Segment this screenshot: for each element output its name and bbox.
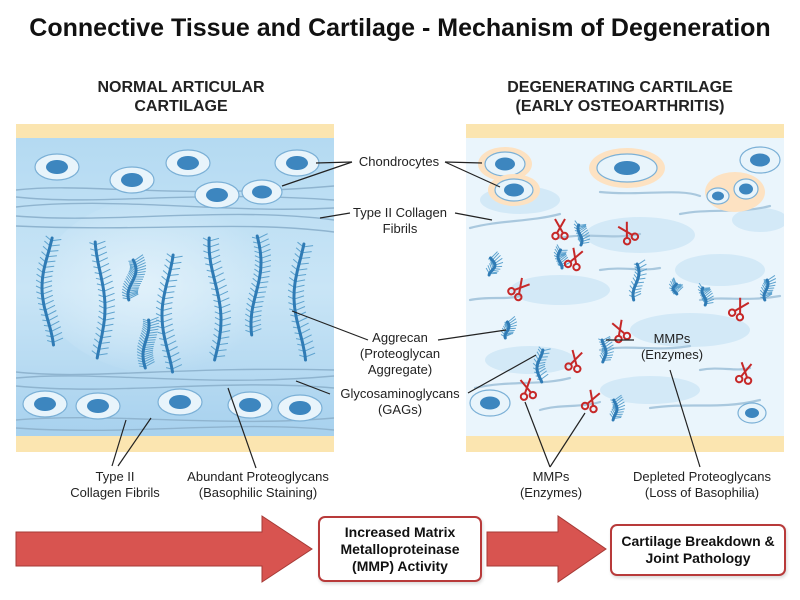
label-line: Fibrils [382, 221, 418, 236]
label-line: Depleted Proteoglycans [632, 469, 772, 484]
chondrocyte-cell [165, 149, 211, 177]
label-line: Collagen Fibrils [70, 485, 160, 500]
aggrecan-strand [35, 235, 64, 347]
chondrocyte-cell [34, 153, 80, 181]
box-line: Joint Pathology [645, 550, 751, 566]
chondrocyte-cell [737, 402, 767, 424]
fragmented-collagen [468, 190, 782, 412]
label-line: (Basophilic Staining) [198, 485, 318, 500]
bone-layer-bottom [466, 436, 784, 452]
chondrocyte-cell [469, 389, 511, 417]
bone-layer-top [16, 124, 334, 140]
aggrecan-strand [155, 253, 183, 374]
aggrecan-strand [532, 346, 551, 384]
callout-lines [111, 161, 701, 469]
aggrecan-strand [244, 233, 272, 337]
label-line: Abundant Proteoglycans [187, 469, 329, 484]
label-line: (GAGs) [377, 402, 423, 417]
chondrocyte-cell [274, 149, 320, 177]
label-line: Type II [95, 469, 135, 484]
chondrocyte-cells [469, 146, 781, 424]
box-line: (MMP) Activity [352, 557, 448, 574]
label-line: (Enzymes) [640, 347, 704, 362]
chondrocyte-cell [75, 392, 121, 420]
aggrecan-strand [89, 240, 116, 360]
mmp-activity-box: Increased Matrix Metalloproteinase (MMP)… [318, 516, 482, 582]
aggrecan-strand [136, 316, 160, 370]
aggrecan-strand [553, 244, 571, 270]
page-title: Connective Tissue and Cartilage - Mechan… [29, 14, 771, 42]
chondrocyte-cell [478, 147, 532, 181]
aggrecan-fragments [485, 220, 777, 422]
chondrocyte-cell [22, 390, 68, 418]
box-line: Metalloproteinase [340, 540, 460, 557]
flow-arrow [15, 515, 313, 583]
label-abundant-proteoglycans: Abundant Proteoglycans (Basophilic Stain… [176, 469, 340, 501]
chondrocyte-cell [589, 148, 665, 188]
label-line: Glycosaminoglycans [340, 386, 460, 401]
chondrocyte-cell [157, 388, 203, 416]
label-line: Aggregate) [367, 362, 433, 377]
label-line: MMPs [653, 331, 691, 346]
bone-layer-top [466, 124, 784, 140]
label-depleted-proteoglycans: Depleted Proteoglycans (Loss of Basophil… [622, 469, 782, 501]
aggrecan-strand [668, 277, 684, 296]
chondrocyte-cell [739, 146, 781, 174]
aggrecan-strand [485, 251, 504, 277]
aggrecan-strand [697, 282, 715, 307]
aggrecan-strand [121, 254, 147, 302]
chondrocyte-cell [241, 179, 283, 205]
label-mmps-bottom: MMPs (Enzymes) [508, 469, 594, 501]
label-line: (Enzymes) [519, 485, 583, 500]
label-line: MMPs [532, 469, 570, 484]
chondrocyte-cell [109, 166, 155, 194]
right-panel-title-line: DEGENERATING CARTILAGE [507, 79, 733, 96]
left-panel-title: NORMAL ARTICULAR CARTILAGE [16, 78, 346, 116]
aggrecan-strand [609, 394, 626, 422]
label-glycosaminoglycans: Glycosaminoglycans (GAGs) [330, 386, 470, 418]
label-line: Aggrecan [372, 330, 428, 345]
right-panel-title: DEGENERATING CARTILAGE (EARLY OSTEOARTHR… [455, 78, 785, 116]
label-type-ii-collagen-bottom: Type II Collagen Fibrils [40, 469, 190, 501]
label-mmps-enzymes: MMPs (Enzymes) [634, 331, 710, 363]
aggrecan-strand [628, 259, 648, 302]
chondrocyte-cell [705, 172, 765, 212]
chondrocyte-cell [277, 394, 323, 422]
bone-layer-bottom [16, 436, 334, 452]
aggrecan-strand [202, 236, 232, 362]
flow-arrow [486, 515, 607, 583]
chondrocyte-cell [194, 181, 240, 209]
label-line: (Proteoglycan [359, 346, 441, 361]
label-line: Type II Collagen [353, 205, 447, 220]
right-panel-title-line: (EARLY OSTEOARTHRITIS) [515, 98, 725, 115]
chondrocyte-cells [22, 149, 323, 422]
box-line: Cartilage Breakdown & [621, 533, 775, 549]
label-line: (Loss of Basophilia) [644, 485, 760, 500]
label-chondrocytes: Chondrocytes [346, 154, 452, 170]
cartilage-breakdown-box: Cartilage Breakdown & Joint Pathology [610, 524, 786, 576]
normal-cartilage-panel [16, 124, 334, 452]
aggrecan-strand [573, 220, 591, 247]
flow-arrows [15, 515, 607, 583]
label-aggrecan: Aggrecan (Proteoglycan Aggregate) [348, 330, 452, 378]
label-line: Chondrocytes [358, 154, 440, 169]
chondrocyte-cell [227, 391, 273, 419]
left-panel-title-line: CARTILAGE [134, 98, 228, 115]
aggrecan-strand [598, 335, 615, 364]
aggrecan-strand [500, 316, 518, 340]
chondrocyte-cell [488, 174, 540, 206]
degenerating-cartilage-panel [466, 124, 784, 452]
box-line: Increased Matrix [344, 523, 456, 540]
label-type-ii-collagen-fibrils: Type II Collagen Fibrils [340, 205, 460, 237]
aggrecan-strand [287, 241, 316, 362]
left-panel-title-line: NORMAL ARTICULAR [97, 79, 265, 96]
aggrecan-strand [759, 274, 777, 302]
aggrecan-strands [35, 233, 316, 374]
